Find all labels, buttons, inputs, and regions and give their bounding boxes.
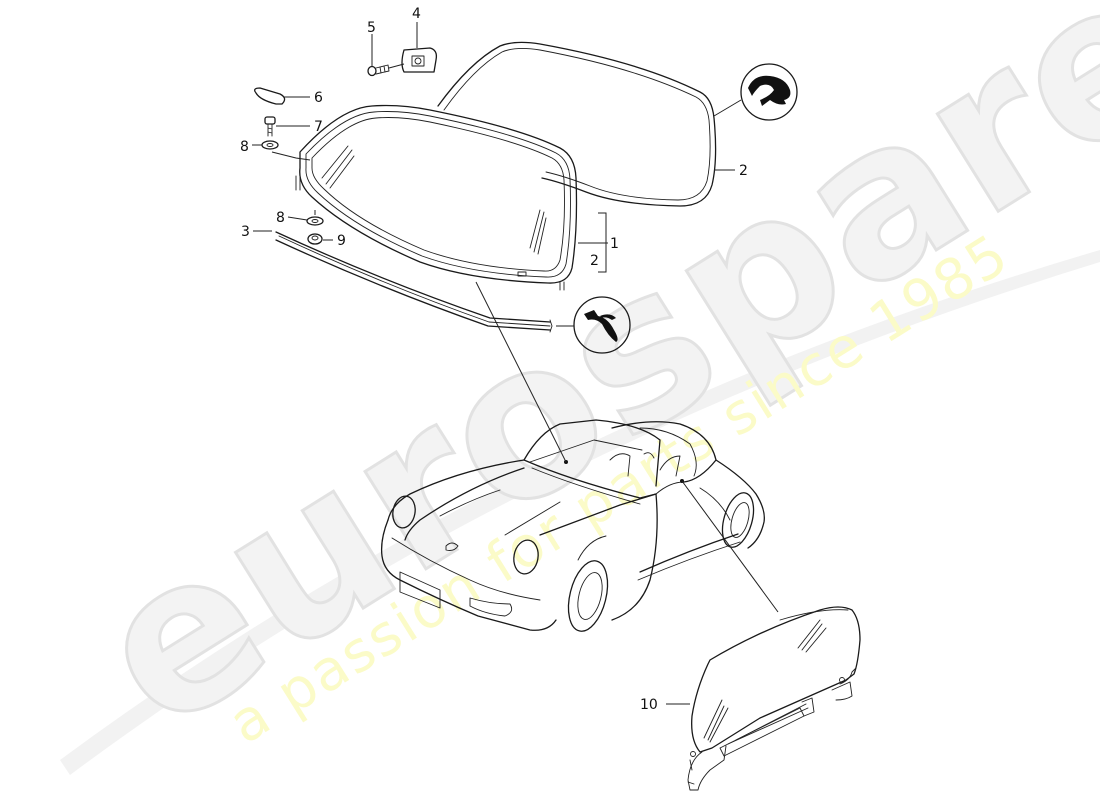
- leader-glass-to-car: [475, 281, 567, 463]
- leader-car-to-door-glass: [681, 480, 779, 613]
- callout-4[interactable]: 4: [412, 6, 421, 22]
- windshield-glass: [295, 104, 578, 291]
- watermark-brand: eurospares: [57, 0, 1100, 777]
- callout-8-upper[interactable]: 8: [240, 139, 249, 155]
- cover-cap-part-6: [254, 87, 286, 105]
- callout-8-lower[interactable]: 8: [276, 210, 285, 226]
- bracket-part-4: [401, 47, 438, 73]
- callout-7[interactable]: 7: [314, 119, 323, 135]
- detail-view-seal-profile-upper: [713, 63, 798, 121]
- lower-seal-strip: [275, 231, 553, 333]
- windshield-seal-outer: [437, 41, 717, 207]
- door-window-glass: [687, 606, 861, 791]
- callout-5[interactable]: 5: [367, 20, 376, 36]
- detail-view-seal-profile-lower: [556, 296, 631, 354]
- callout-1[interactable]: 1: [610, 236, 619, 252]
- callout-6[interactable]: 6: [314, 90, 323, 106]
- car-illustration: [380, 419, 765, 632]
- callout-leaders: [252, 22, 735, 705]
- callout-2-bracket[interactable]: 2: [590, 253, 599, 269]
- callout-labels: 4 5 6 7 8 8 9 3 2 1 2 10: [240, 6, 748, 713]
- washer-part-8-upper: [261, 140, 279, 150]
- watermark: eurospares a passion for parts since 198…: [55, 0, 1100, 779]
- leader-washer-to-glass: [271, 151, 311, 161]
- washer-part-8-lower: [306, 216, 324, 226]
- bolt-part-7: [264, 116, 276, 137]
- screw-part-5: [367, 63, 405, 77]
- callout-9[interactable]: 9: [337, 233, 346, 249]
- callout-10[interactable]: 10: [640, 697, 658, 713]
- nut-part-9: [307, 233, 323, 245]
- callout-2-frame[interactable]: 2: [739, 163, 748, 179]
- callout-3[interactable]: 3: [241, 224, 250, 240]
